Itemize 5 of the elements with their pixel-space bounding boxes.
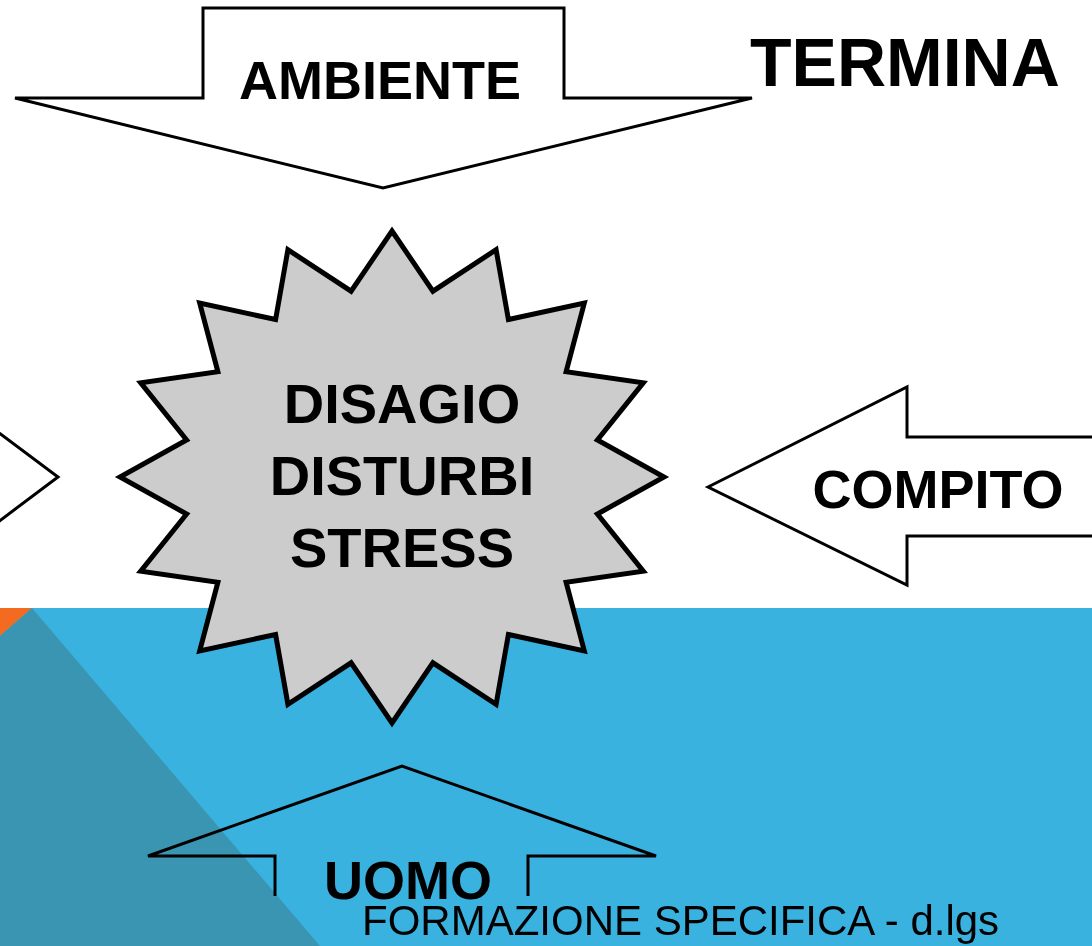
node-label: AMBIENTE	[238, 50, 522, 110]
arrow-node	[15, 8, 752, 188]
node-label: DISAGIO DISTURBI STRESS	[268, 371, 536, 581]
title: TERMINA	[750, 24, 1060, 100]
node-label: COMPITO	[811, 459, 1065, 519]
